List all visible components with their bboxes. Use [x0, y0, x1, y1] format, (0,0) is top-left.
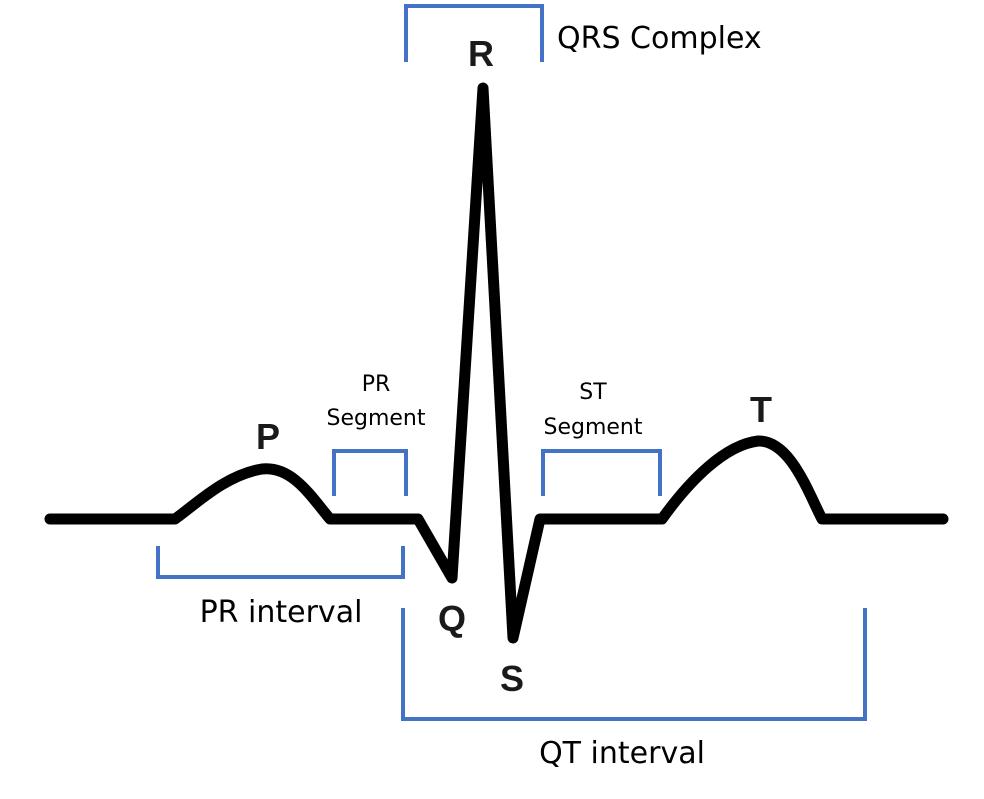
- pr-interval-label: PR interval: [200, 595, 363, 630]
- pr-interval-bracket: [156, 546, 405, 579]
- s-wave-label: S: [500, 658, 524, 699]
- ecg-waveform-trace: [44, 82, 949, 644]
- st-segment-bracket: [541, 449, 662, 496]
- t-wave-label: T: [750, 389, 772, 430]
- pr-segment-label-line1: PR: [362, 372, 391, 397]
- pr-segment-bracket: [332, 449, 408, 496]
- qrs-complex-bracket: [404, 4, 544, 62]
- qt-interval-bracket: [401, 608, 867, 721]
- r-wave-label: R: [468, 33, 494, 74]
- qt-interval-label: QT interval: [539, 736, 705, 771]
- pr-segment-label-line2: Segment: [327, 406, 426, 431]
- qrs-complex-label: QRS Complex: [557, 21, 762, 56]
- p-wave-label: P: [256, 416, 280, 457]
- st-segment-label-line1: ST: [579, 380, 607, 405]
- st-segment-label-line2: Segment: [544, 415, 643, 440]
- q-wave-label: Q: [438, 598, 466, 639]
